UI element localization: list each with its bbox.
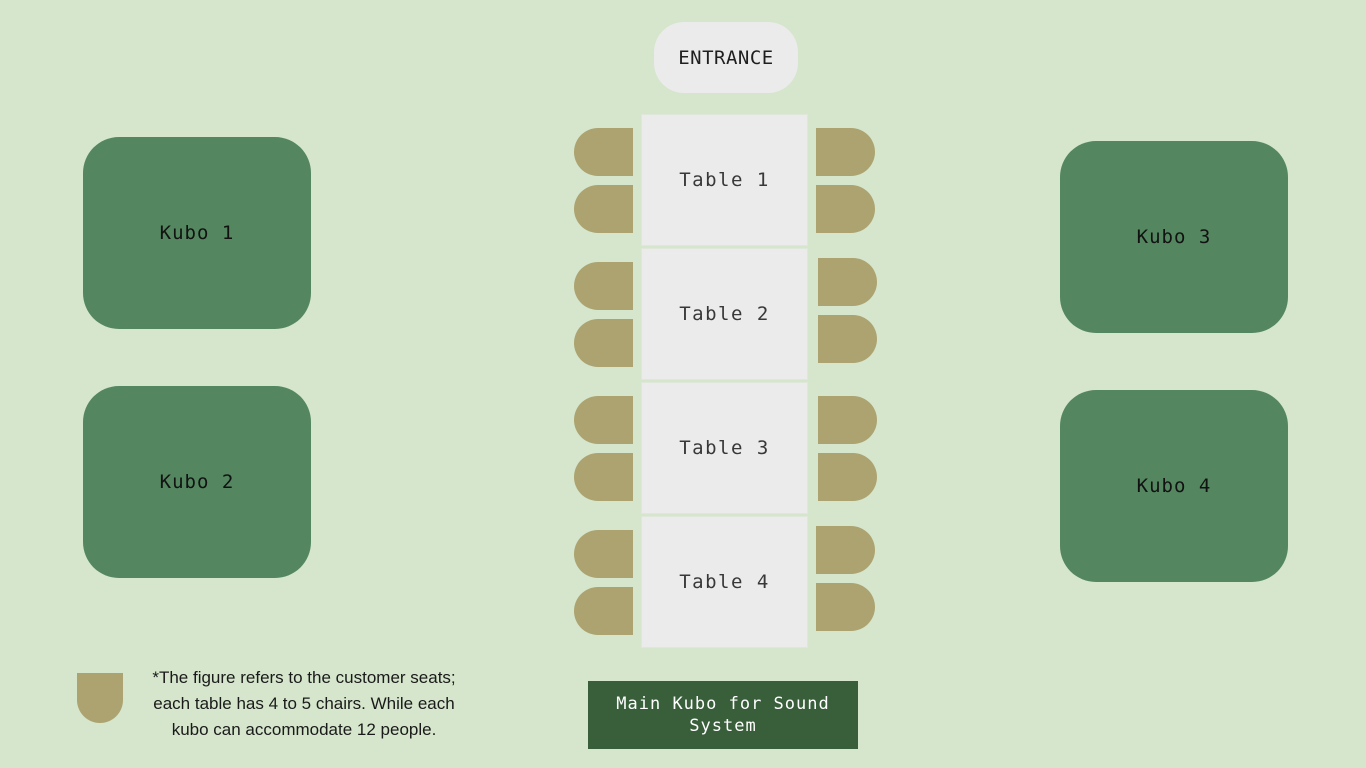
chair-icon (818, 396, 877, 444)
table-4: Table 4 (641, 516, 808, 648)
entrance: ENTRANCE (654, 22, 798, 93)
chair-icon (574, 262, 633, 310)
table-1: Table 1 (641, 114, 808, 246)
chair-icon (574, 530, 633, 578)
table-1-label: Table 1 (679, 169, 770, 191)
chair-icon (574, 396, 633, 444)
entrance-label: ENTRANCE (678, 46, 774, 69)
kubo-1-label: Kubo 1 (159, 222, 235, 244)
table-3-label: Table 3 (679, 437, 770, 459)
chair-icon (816, 526, 875, 574)
table-3: Table 3 (641, 382, 808, 514)
chair-icon (574, 587, 633, 635)
chair-icon (574, 128, 633, 176)
kubo-4: Kubo 4 (1060, 390, 1288, 582)
chair-icon (816, 185, 875, 233)
kubo-3: Kubo 3 (1060, 141, 1288, 333)
chair-icon (574, 453, 633, 501)
main-kubo-sound-system: Main Kubo for Sound System (588, 681, 858, 749)
chair-icon (816, 583, 875, 631)
chair-icon (816, 128, 875, 176)
chair-icon (818, 258, 877, 306)
chair-icon (818, 453, 877, 501)
legend-note: *The figure refers to the customer seats… (152, 668, 456, 739)
kubo-2-label: Kubo 2 (159, 471, 235, 493)
kubo-1: Kubo 1 (83, 137, 311, 329)
kubo-3-label: Kubo 3 (1136, 226, 1212, 248)
table-2-label: Table 2 (679, 303, 770, 325)
main-kubo-label: Main Kubo for Sound System (616, 694, 830, 736)
table-2: Table 2 (641, 248, 808, 380)
chair-icon (574, 185, 633, 233)
kubo-2: Kubo 2 (83, 386, 311, 578)
kubo-4-label: Kubo 4 (1136, 475, 1212, 497)
chair-icon (574, 319, 633, 367)
chair-icon (818, 315, 877, 363)
table-4-label: Table 4 (679, 571, 770, 593)
legend-chair-icon (77, 673, 123, 723)
